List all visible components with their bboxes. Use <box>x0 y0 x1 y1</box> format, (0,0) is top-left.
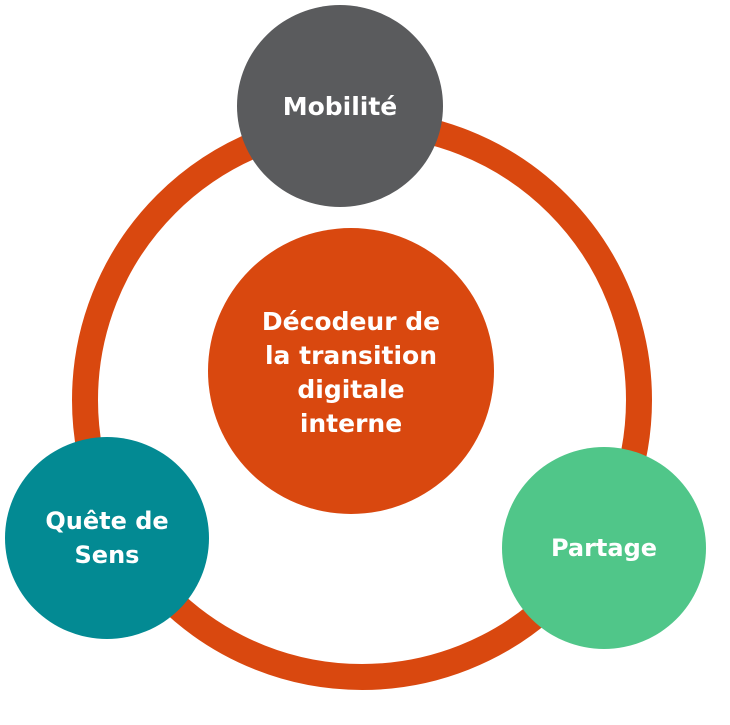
node-mobilite: Mobilité <box>237 5 443 207</box>
node-quete-de-sens-label: Quête de Sens <box>45 507 169 569</box>
node-partage: Partage <box>502 447 706 649</box>
center-circle: Décodeur de la transition digitale inter… <box>208 228 494 514</box>
node-quete-de-sens: Quête de Sens <box>5 437 209 639</box>
node-partage-label: Partage <box>550 534 658 562</box>
node-mobilite-label: Mobilité <box>282 91 398 121</box>
center-label: Décodeur de la transition digitale inter… <box>261 307 441 438</box>
